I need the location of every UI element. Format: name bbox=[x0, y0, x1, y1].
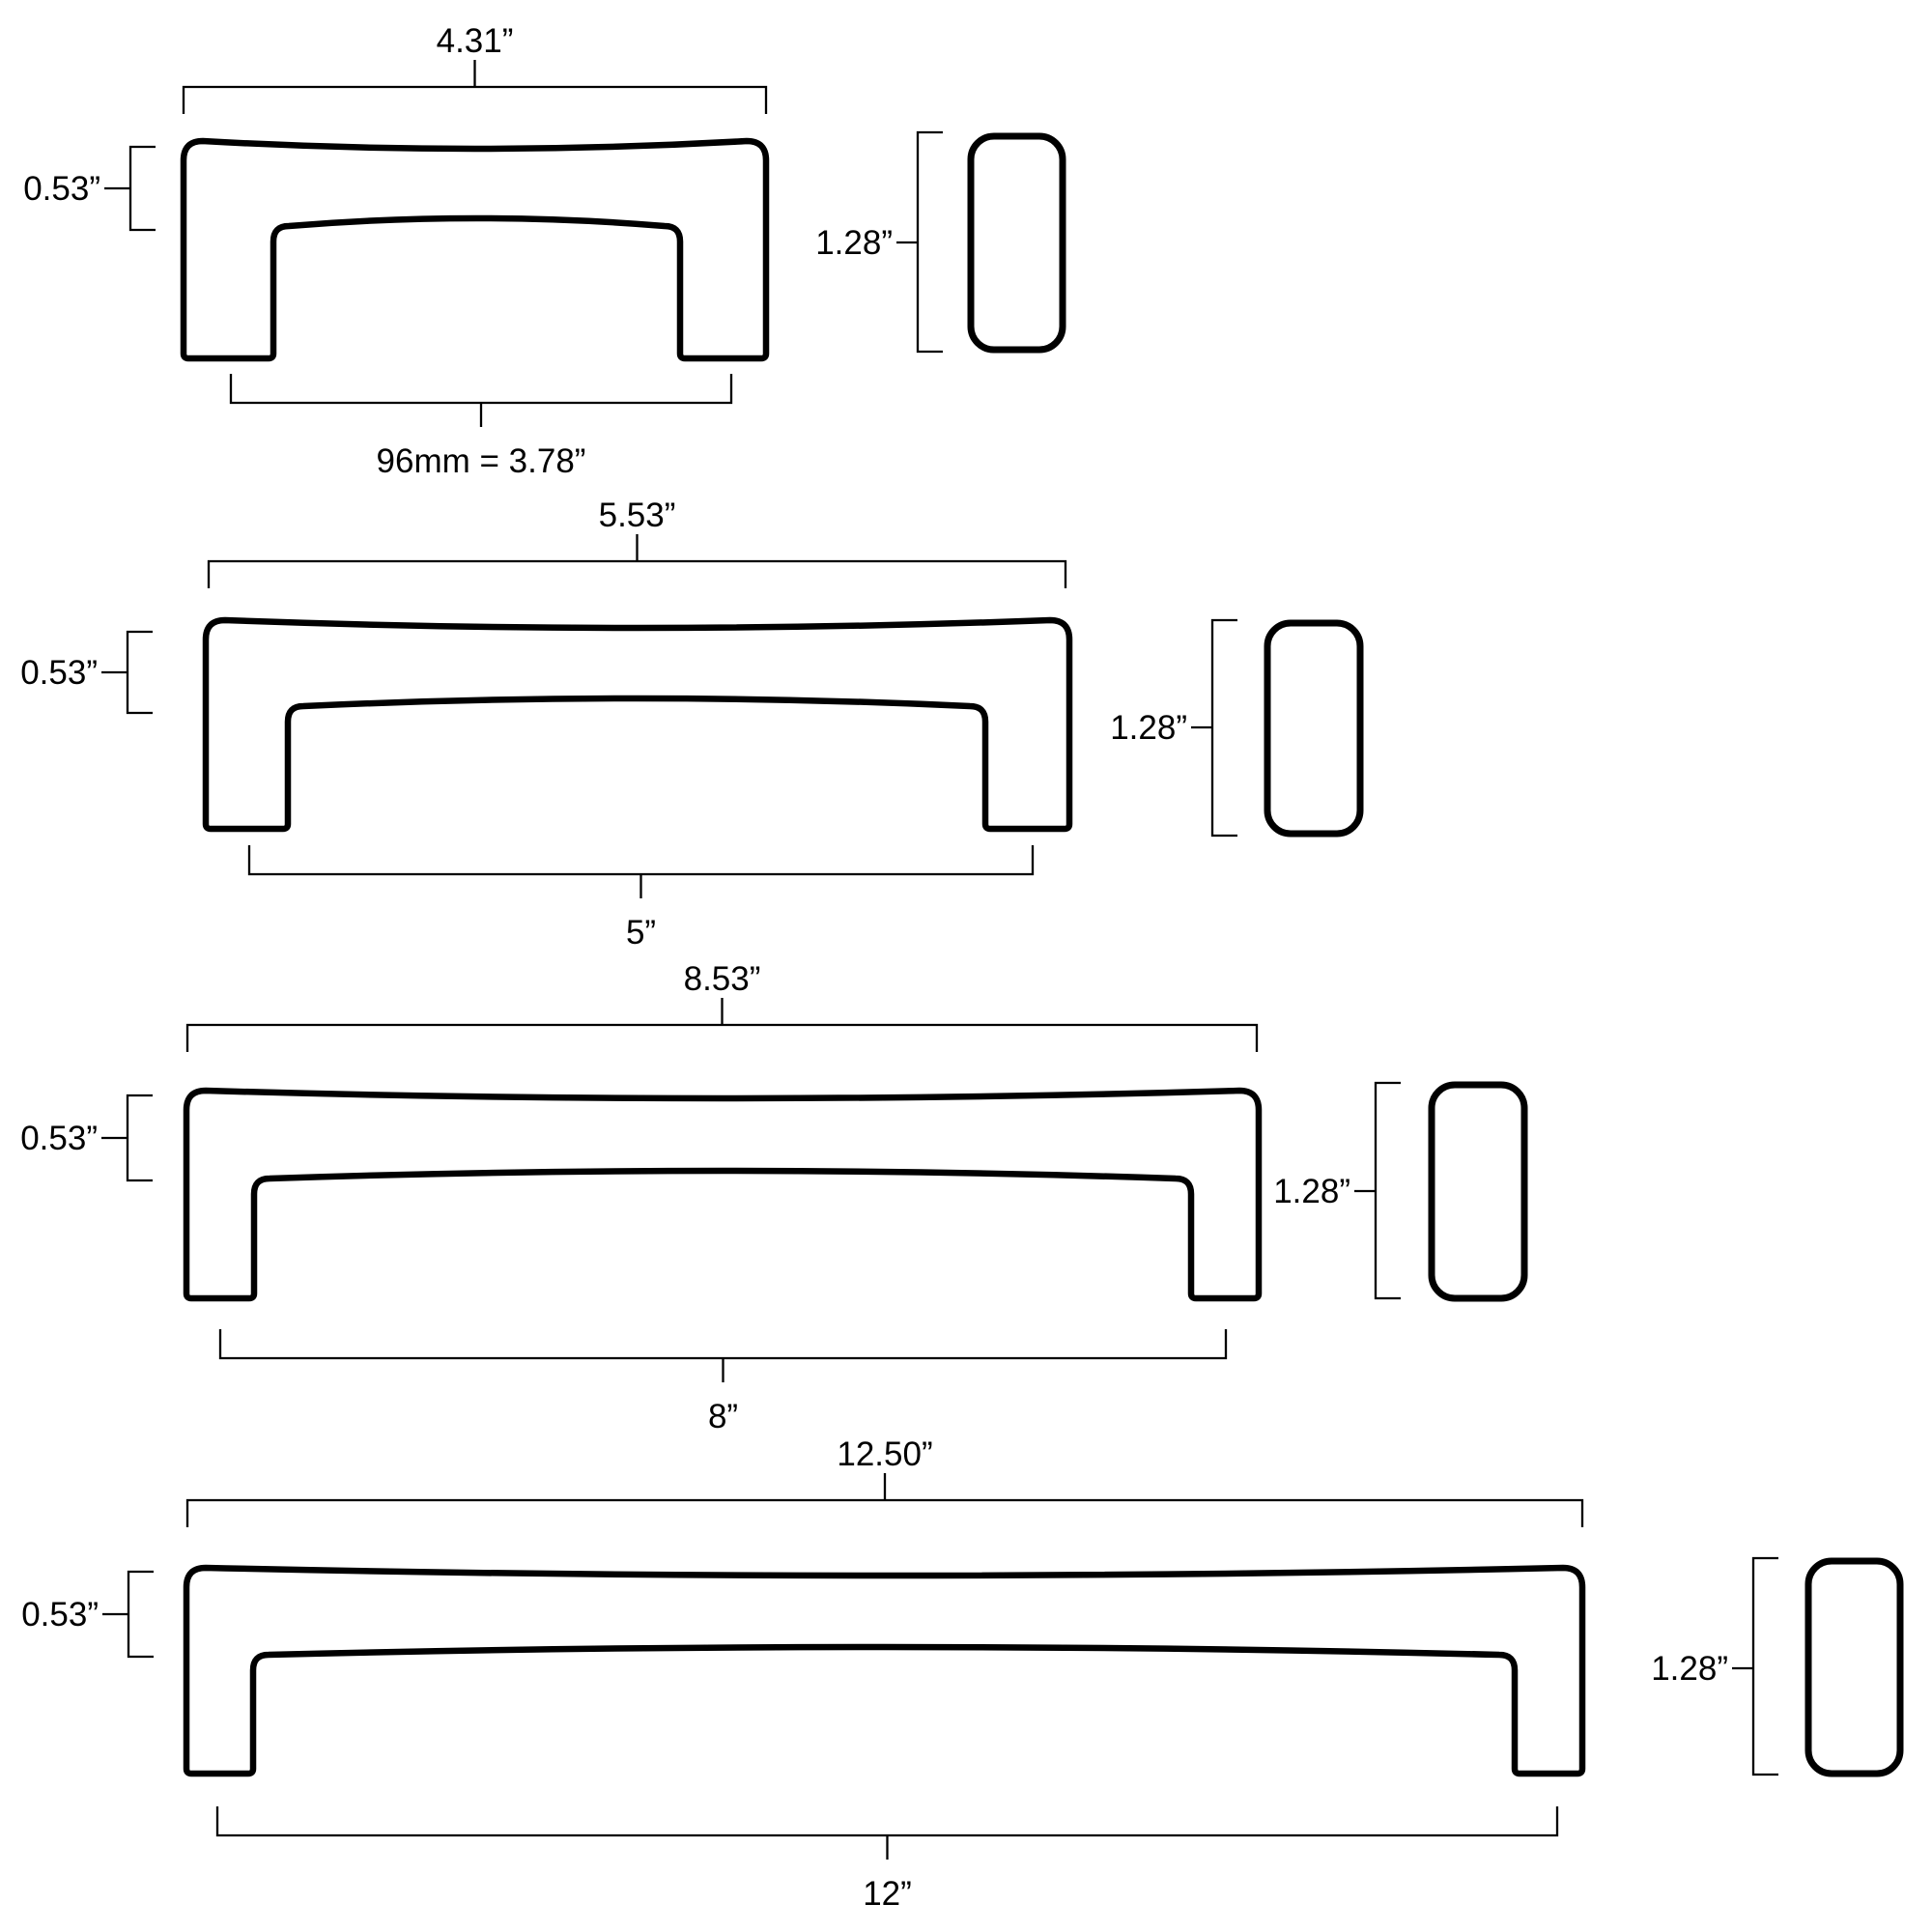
pull-front-view bbox=[183, 1087, 1263, 1302]
center-to-center-bracket bbox=[229, 374, 733, 427]
bar-height-label: 0.53” bbox=[20, 654, 98, 692]
pull-size-row: 12.50” 12” 0.53” 1.28” bbox=[21, 1435, 1904, 1913]
center-to-center-bracket bbox=[215, 1806, 1559, 1860]
bar-height-bracket bbox=[101, 630, 153, 715]
pull-front-view bbox=[202, 616, 1073, 833]
center-to-center-bracket bbox=[218, 1329, 1228, 1382]
center-to-center-bracket bbox=[247, 845, 1035, 898]
pull-size-row: 4.31” 96mm = 3.78” 0.53” 1.28” bbox=[23, 22, 1066, 480]
pull-size-row: 5.53” 5” 0.53” 1.28” bbox=[20, 497, 1364, 952]
pull-side-view bbox=[967, 132, 1066, 354]
overall-width-bracket bbox=[182, 60, 768, 114]
center-to-center-label: 12” bbox=[863, 1875, 912, 1913]
depth-label: 1.28” bbox=[1273, 1173, 1350, 1210]
depth-bracket bbox=[1732, 1556, 1778, 1776]
depth-label: 1.28” bbox=[1110, 709, 1187, 747]
pull-front-view bbox=[180, 137, 770, 362]
depth-bracket bbox=[896, 130, 943, 354]
depth-bracket bbox=[1354, 1081, 1401, 1300]
overall-width-label: 8.53” bbox=[684, 960, 761, 998]
overall-width-bracket bbox=[185, 998, 1259, 1052]
bar-height-bracket bbox=[102, 1570, 154, 1659]
center-to-center-label: 5” bbox=[626, 914, 656, 952]
bar-height-bracket bbox=[101, 1094, 153, 1182]
pull-front-view bbox=[183, 1564, 1586, 1777]
depth-label: 1.28” bbox=[1651, 1650, 1728, 1688]
depth-label: 1.28” bbox=[815, 224, 893, 262]
pull-side-view bbox=[1804, 1557, 1904, 1777]
pull-side-view bbox=[1428, 1081, 1528, 1302]
overall-width-label: 4.31” bbox=[437, 22, 514, 60]
overall-width-bracket bbox=[207, 534, 1067, 588]
center-to-center-label: 96mm = 3.78” bbox=[377, 442, 586, 480]
bar-height-bracket bbox=[104, 145, 156, 232]
overall-width-bracket bbox=[185, 1473, 1584, 1527]
overall-width-label: 12.50” bbox=[837, 1435, 932, 1473]
pull-size-row: 8.53” 8” 0.53” 1.28” bbox=[20, 960, 1528, 1435]
pull-side-view bbox=[1264, 619, 1364, 838]
center-to-center-label: 8” bbox=[708, 1398, 738, 1435]
bar-height-label: 0.53” bbox=[23, 170, 100, 208]
overall-width-label: 5.53” bbox=[599, 497, 676, 534]
depth-bracket bbox=[1191, 618, 1237, 838]
bar-height-label: 0.53” bbox=[20, 1120, 98, 1157]
bar-height-label: 0.53” bbox=[21, 1596, 99, 1634]
